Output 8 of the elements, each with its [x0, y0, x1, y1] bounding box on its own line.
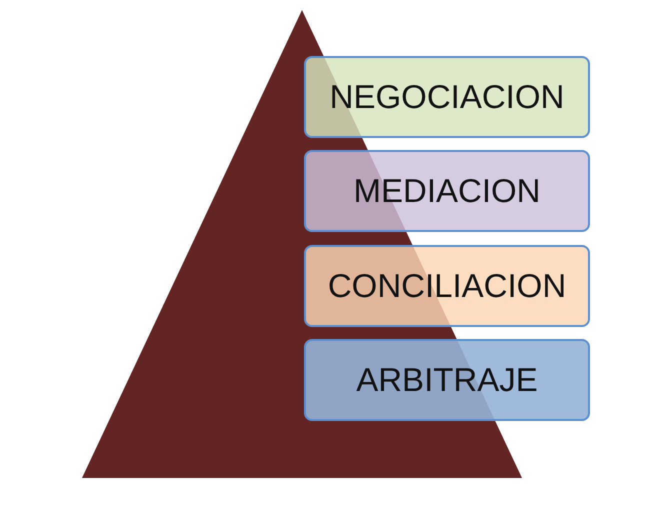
level-label: CONCILIACION [328, 267, 566, 305]
level-label: NEGOCIACION [330, 78, 564, 116]
level-label: MEDIACION [353, 172, 540, 210]
level-label: ARBITRAJE [356, 361, 538, 399]
level-box [304, 245, 590, 327]
level-box [304, 150, 590, 232]
level-box [304, 339, 590, 421]
level-box [304, 56, 590, 138]
